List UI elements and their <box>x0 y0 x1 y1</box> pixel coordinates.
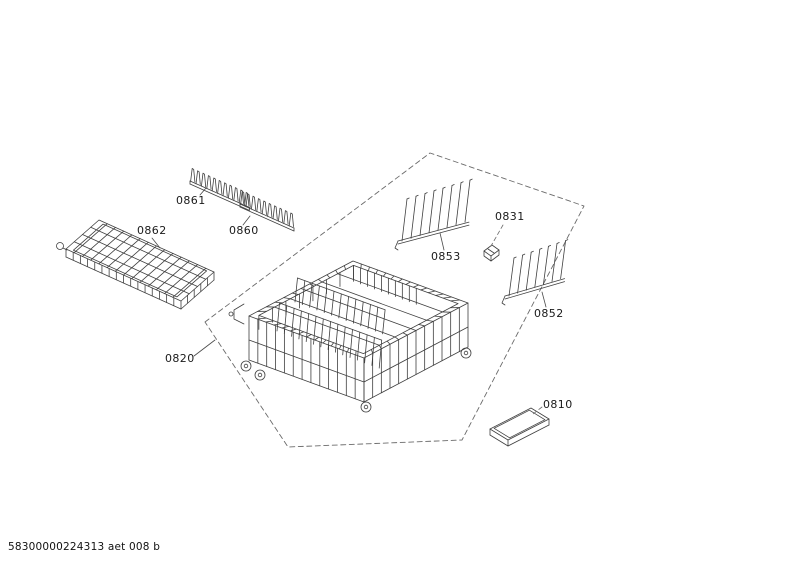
part-0820-lower-basket-drawing <box>228 260 472 413</box>
part-label-0831: 0831 <box>495 210 525 223</box>
part-0862-folding-shelf-drawing <box>56 219 215 310</box>
part-label-0820: 0820 <box>165 352 195 365</box>
part-0810-tray-drawing <box>489 407 550 447</box>
part-0852-pin-rack-drawing <box>501 239 569 306</box>
part-0860-tine-row-drawing <box>239 191 295 232</box>
part-label-0860: 0860 <box>229 224 259 237</box>
part-label-0810: 0810 <box>543 398 573 411</box>
part-label-0861: 0861 <box>176 194 206 207</box>
part-label-0852: 0852 <box>534 307 564 320</box>
part-0831-clip-drawing <box>483 244 500 262</box>
part-0861-tine-row-drawing <box>189 168 250 211</box>
part-label-0853: 0853 <box>431 250 461 263</box>
label-leader-lines <box>151 187 547 415</box>
part-0853-pin-rack-drawing <box>394 178 473 251</box>
part-label-0862: 0862 <box>137 224 167 237</box>
document-code: 58300000224313 aet 008 b <box>8 541 161 553</box>
assembly-boundary-dashed-outline <box>204 152 585 448</box>
